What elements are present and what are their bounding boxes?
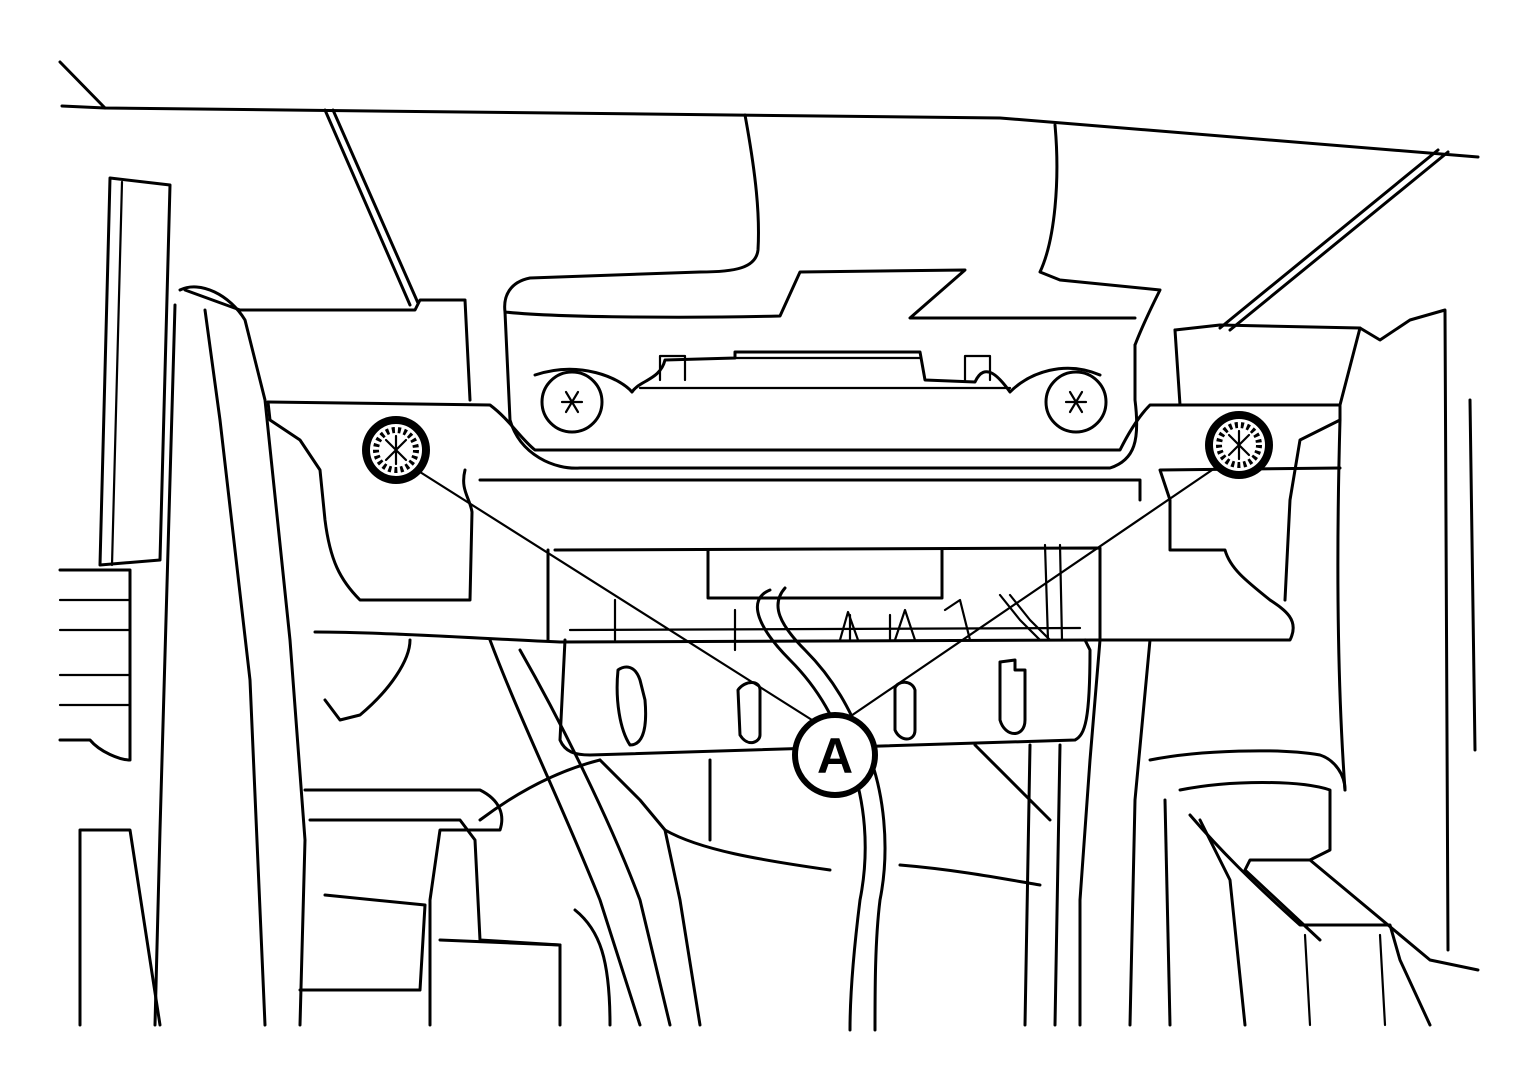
callout-leader-lines — [418, 466, 1217, 722]
leader-line-right — [843, 466, 1217, 722]
left-screw — [540, 370, 604, 434]
right-side-panels — [1148, 308, 1480, 1027]
callout-label: A — [792, 712, 878, 798]
wire-harness — [755, 586, 887, 1032]
right-screw — [1044, 370, 1108, 434]
dashboard-top-edge — [58, 60, 1480, 332]
upper-trim — [323, 108, 1162, 347]
callout-label-text: A — [817, 728, 853, 784]
lower-left-structure — [298, 638, 702, 1027]
leader-line-left — [418, 470, 814, 722]
left-clip — [362, 416, 430, 484]
control-module-cover — [503, 268, 1139, 470]
mounting-bracket — [266, 400, 1342, 644]
right-clip — [1205, 411, 1273, 479]
connector-housing — [546, 543, 1102, 757]
left-side-panels — [58, 176, 472, 1027]
lower-center-structure — [663, 638, 1152, 1027]
